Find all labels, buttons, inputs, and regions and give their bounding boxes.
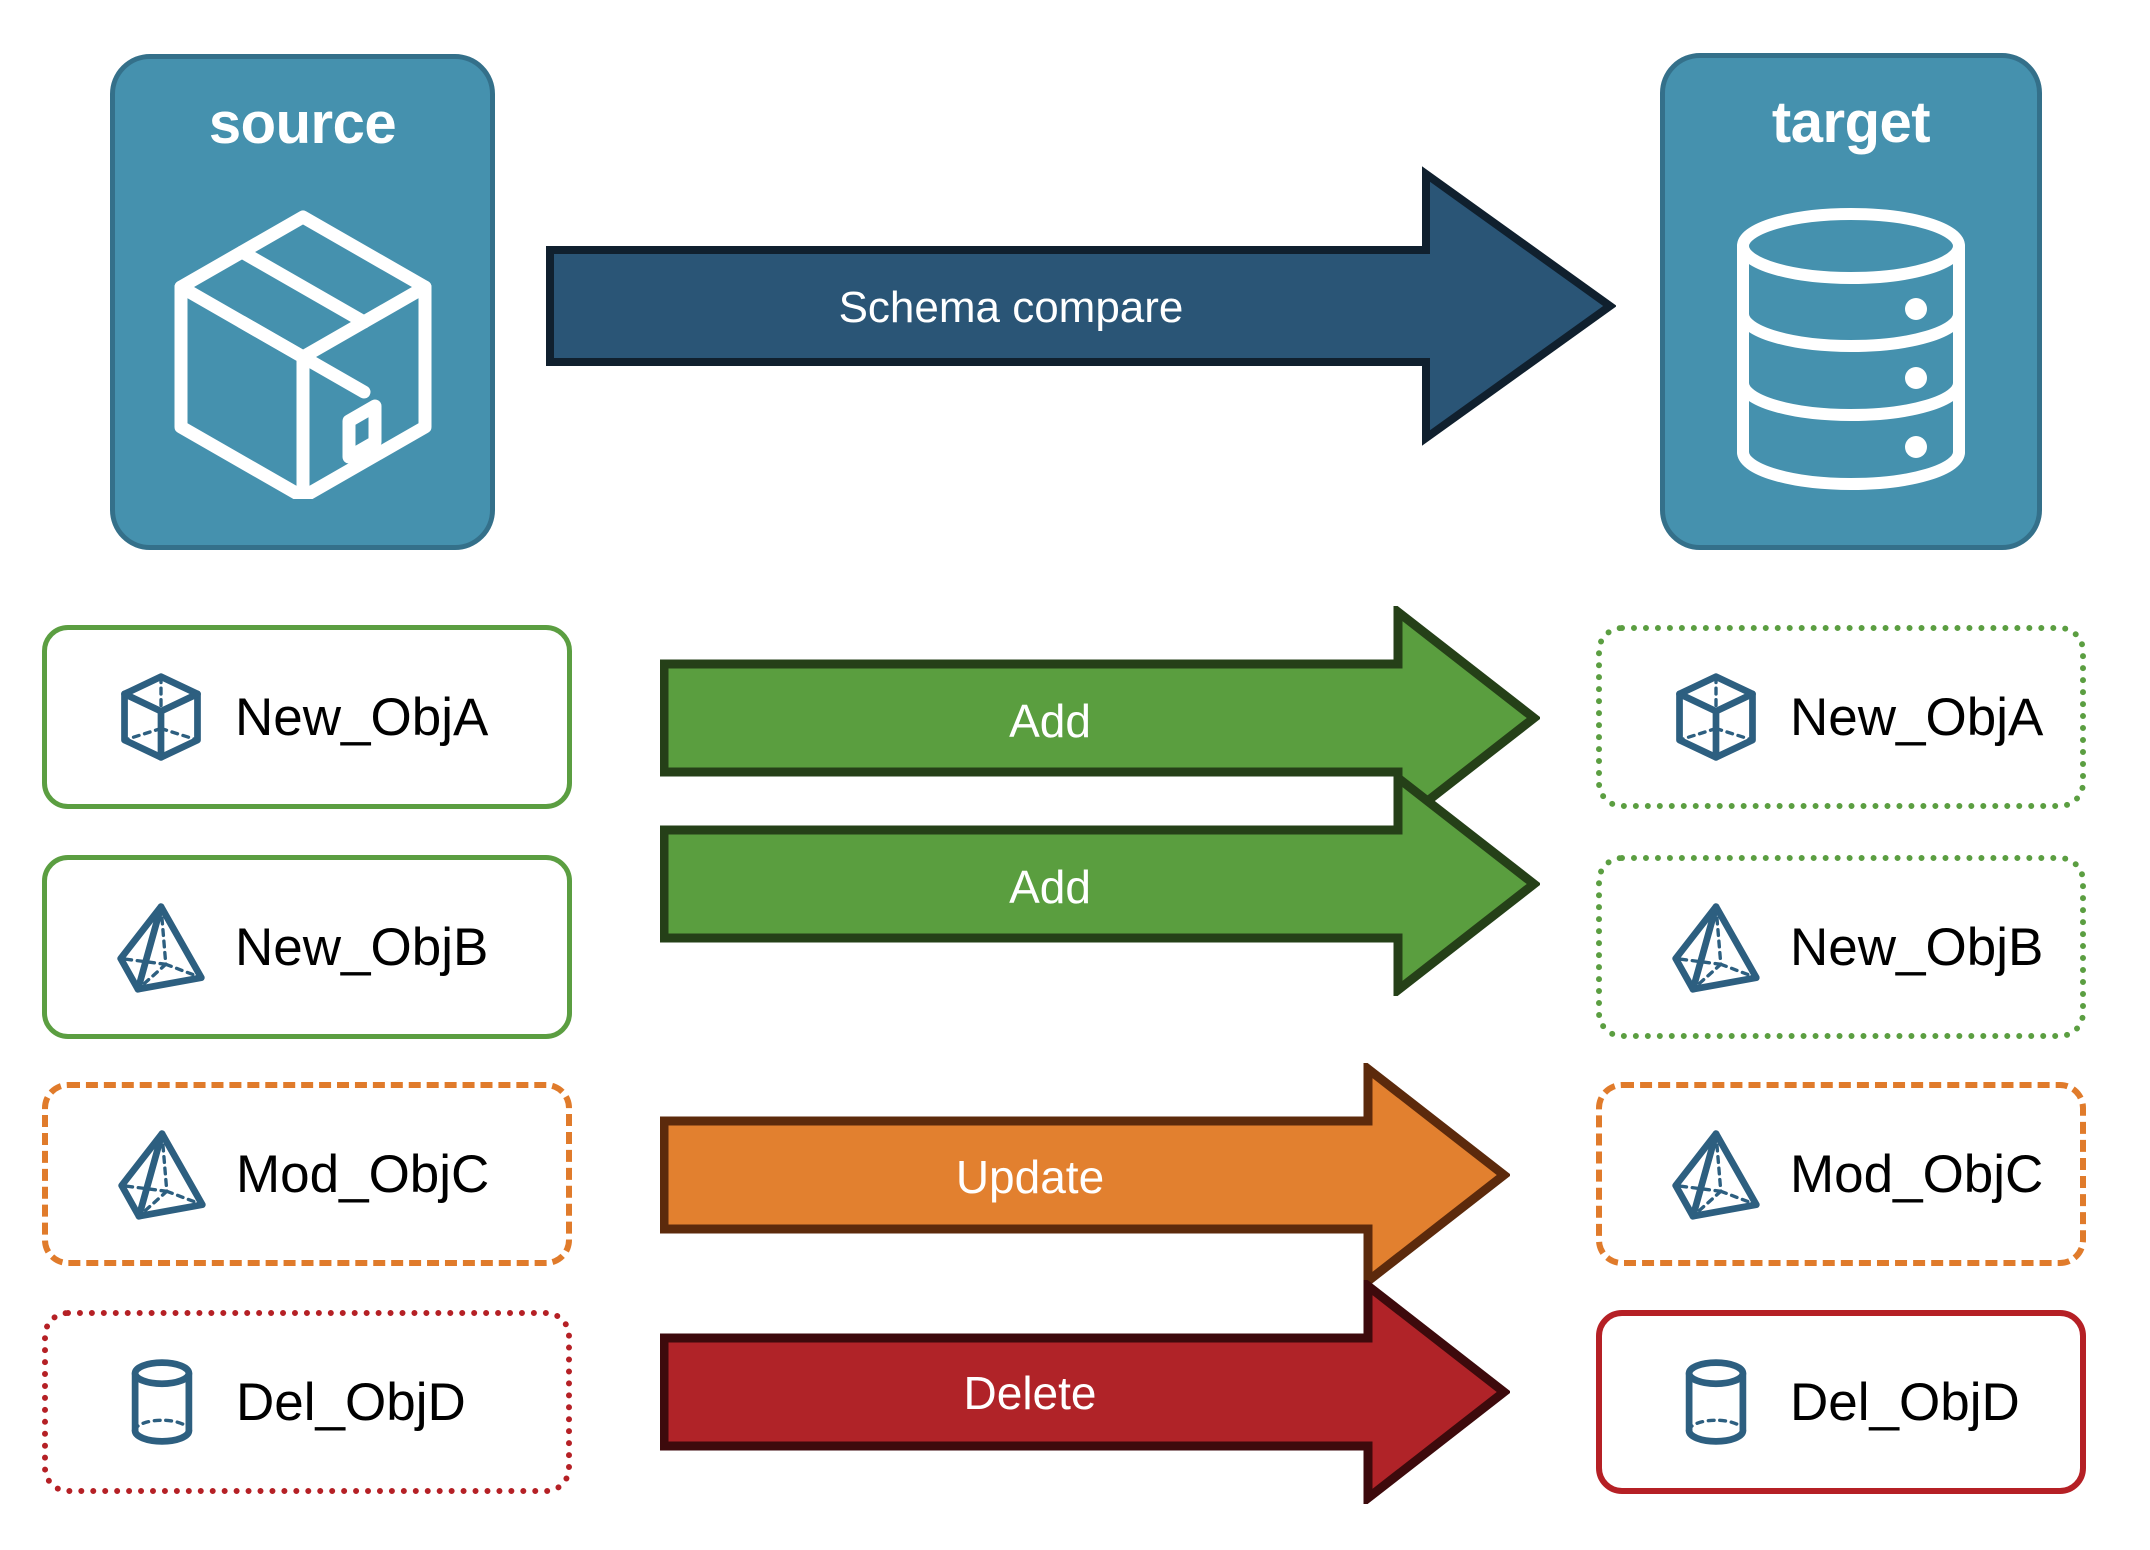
target-object-label-2: New_ObjB bbox=[1790, 917, 2044, 977]
target-panel[interactable]: target bbox=[1660, 53, 2042, 550]
wireframe-pyramid-icon bbox=[1672, 903, 1760, 993]
wireframe-cube-icon bbox=[121, 673, 201, 761]
wireframe-pyramid-icon bbox=[118, 1130, 206, 1220]
target-object-label-4: Del_ObjD bbox=[1790, 1372, 2020, 1432]
source-object-label-2: New_ObjB bbox=[235, 917, 489, 977]
target-object-label-1: New_ObjA bbox=[1790, 687, 2044, 747]
action-arrow-update[interactable] bbox=[660, 1063, 1510, 1287]
source-object-row-3[interactable]: Mod_ObjC bbox=[42, 1082, 572, 1266]
source-object-label-3: Mod_ObjC bbox=[236, 1144, 490, 1204]
wireframe-cylinder-icon bbox=[131, 1359, 193, 1445]
target-object-row-2[interactable]: New_ObjB bbox=[1596, 855, 2086, 1039]
source-panel-label: source bbox=[208, 91, 397, 156]
source-panel[interactable]: source bbox=[110, 54, 495, 550]
target-object-row-3[interactable]: Mod_ObjC bbox=[1596, 1082, 2086, 1266]
source-object-label-1: New_ObjA bbox=[235, 687, 489, 747]
database-cylinder-icon bbox=[1665, 152, 2037, 545]
source-object-label-4: Del_ObjD bbox=[236, 1372, 466, 1432]
target-panel-label: target bbox=[1771, 90, 1931, 155]
action-arrow-add-1[interactable] bbox=[660, 606, 1540, 830]
wireframe-pyramid-icon bbox=[1672, 1130, 1760, 1220]
target-object-row-1[interactable]: New_ObjA bbox=[1596, 625, 2086, 809]
target-object-label-3: Mod_ObjC bbox=[1790, 1144, 2044, 1204]
source-object-row-1[interactable]: New_ObjA bbox=[42, 625, 572, 809]
wireframe-cylinder-icon bbox=[1685, 1359, 1747, 1445]
source-object-row-2[interactable]: New_ObjB bbox=[42, 855, 572, 1039]
source-object-row-4[interactable]: Del_ObjD bbox=[42, 1310, 572, 1494]
action-arrow-delete[interactable] bbox=[660, 1280, 1510, 1504]
wireframe-pyramid-icon bbox=[117, 903, 205, 993]
package-box-icon bbox=[115, 153, 490, 545]
action-arrow-add-2[interactable] bbox=[660, 772, 1540, 996]
schema-compare-arrow[interactable] bbox=[546, 166, 1616, 446]
target-object-row-4[interactable]: Del_ObjD bbox=[1596, 1310, 2086, 1494]
wireframe-cube-icon bbox=[1676, 673, 1756, 761]
